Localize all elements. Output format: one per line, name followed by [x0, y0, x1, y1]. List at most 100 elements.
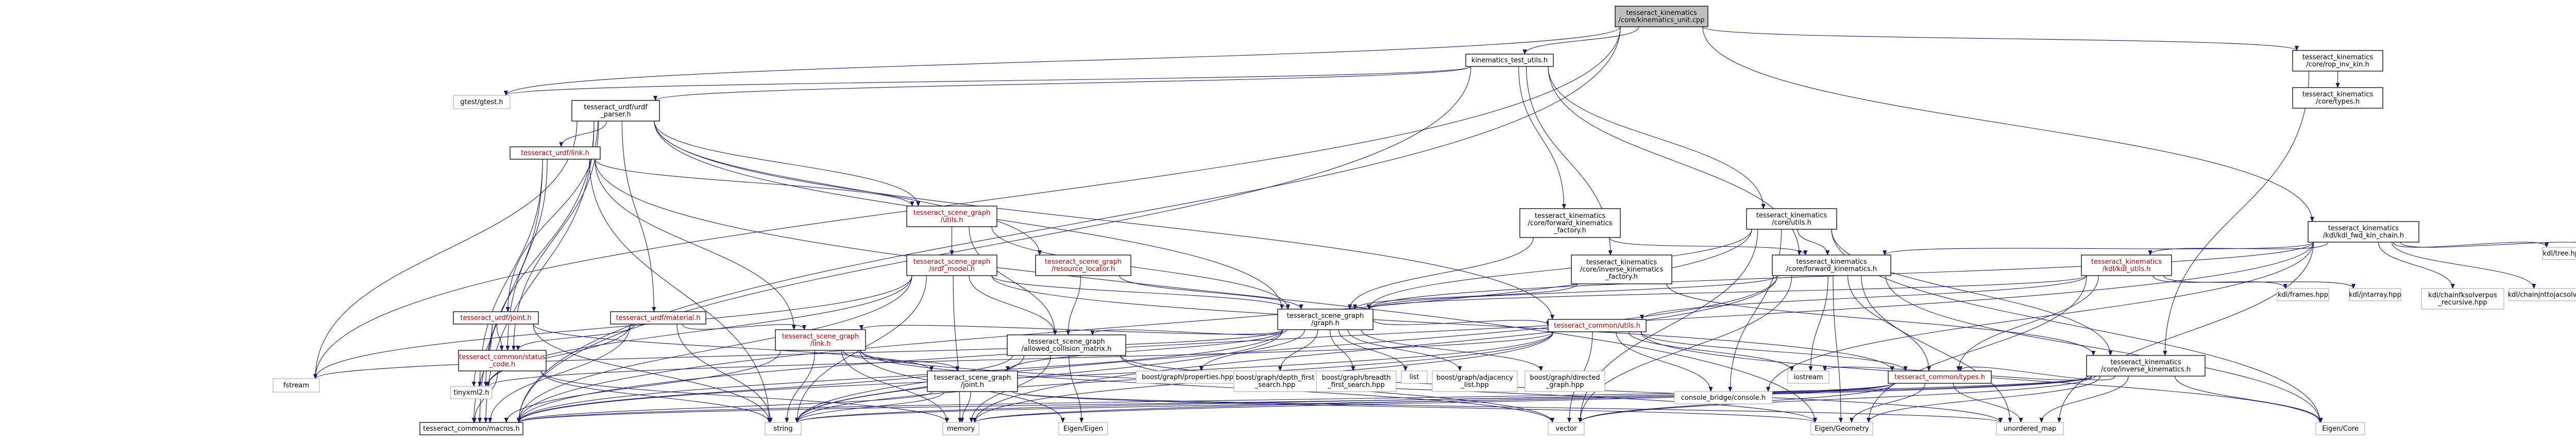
node-box	[1277, 309, 1374, 330]
node-sg-acm[interactable]: tesseract_scene_graph/allowed_collision_…	[1007, 334, 1126, 356]
dependency-edge	[1808, 275, 1828, 371]
node-label: _factory.h	[1553, 227, 1586, 234]
dependency-edge	[517, 229, 1752, 423]
node-box	[453, 95, 511, 109]
node-urdf-parser[interactable]: tesseract_urdf/urdf_parser.h	[571, 100, 660, 122]
node-sg-resource[interactable]: tesseract_scene_graph/resource_locator.h	[1035, 255, 1131, 276]
node-eigen-eigen[interactable]: Eigen/Eigen	[1058, 422, 1108, 435]
node-common-utils[interactable]: tesseract_common/utils.h	[1548, 319, 1647, 332]
node-label: /utils.h	[940, 216, 963, 224]
dependency-edge	[1338, 329, 1408, 371]
node-common-macros[interactable]: tesseract_common/macros.h	[419, 422, 523, 435]
node-gtest[interactable]: gtest/gtest.h	[453, 95, 511, 109]
dependency-edge	[841, 350, 949, 423]
node-label: boost/graph/properties.hpp	[1142, 374, 1233, 381]
node-eigen-geometry[interactable]: Eigen/Geometry	[1810, 422, 1873, 435]
node-label: _parser.h	[600, 111, 631, 118]
node-list[interactable]: list	[1401, 370, 1428, 384]
node-kdl-chainfk[interactable]: kdl/chainfksolverpos_recursive.hpp	[2421, 288, 2504, 310]
dependency-edge	[1797, 229, 1830, 256]
node-sg-srdf[interactable]: tesseract_scene_graph/srdf_model.h	[906, 255, 997, 276]
node-fwd-kin-fact[interactable]: tesseract_kinematics/core/forward_kinema…	[1519, 208, 1621, 238]
node-eigen-core[interactable]: Eigen/Core	[2315, 422, 2365, 435]
node-tinyxml2[interactable]: tinyxml2.h	[450, 386, 493, 399]
node-kdl-frames[interactable]: kdl/frames.hpp	[2277, 288, 2329, 301]
dependency-edge	[512, 121, 599, 351]
node-root[interactable]: tesseract_kinematics/core/kinematics_uni…	[1615, 6, 1708, 27]
dependency-edge	[595, 159, 796, 330]
dependency-edge	[991, 275, 1290, 310]
node-box	[1674, 391, 1773, 404]
node-box	[1772, 255, 1891, 276]
dependency-edge	[517, 376, 2092, 423]
node-memory[interactable]: memory	[942, 422, 979, 435]
dependency-edge	[2392, 242, 2536, 289]
node-sg-utils[interactable]: tesseract_scene_graph/utils.h	[906, 206, 997, 227]
node-sg-link[interactable]: tesseract_scene_graph/link.h	[775, 329, 866, 351]
node-box	[1810, 422, 1873, 435]
node-inv-kin-fact[interactable]: tesseract_kinematics/core/inverse_kinema…	[1571, 255, 1672, 284]
node-string[interactable]: string	[765, 422, 802, 435]
node-fwd-kin[interactable]: tesseract_kinematics/core/forward_kinema…	[1772, 255, 1891, 276]
node-sg-joint[interactable]: tesseract_scene_graph/joint.h	[927, 370, 1018, 392]
node-boost-dfs[interactable]: boost/graph/depth_first_search.hpp	[1233, 370, 1317, 392]
node-box	[2308, 221, 2419, 243]
node-boost-adj[interactable]: boost/graph/adjacency_list.hpp	[1432, 370, 1518, 392]
node-vector[interactable]: vector	[1548, 422, 1585, 435]
dependency-edge	[1361, 329, 1543, 371]
node-rop-inv[interactable]: tesseract_kinematics/core/rop_inv_kin.h	[2292, 50, 2383, 72]
node-kdl-chainjnt[interactable]: kdl/chainjnttojacsolver.hpp	[2508, 288, 2576, 301]
dependency-edge	[1883, 242, 2314, 256]
dependency-edge	[1609, 237, 1808, 256]
node-unordered-map[interactable]: unordered_map	[1996, 422, 2064, 435]
node-label: /core/utils.h	[1772, 219, 1811, 227]
dependency-edge	[960, 391, 971, 423]
node-urdf-material[interactable]: tesseract_urdf/material.h	[610, 311, 706, 325]
node-label: kdl/frames.hpp	[2278, 291, 2328, 299]
node-kdl-utils[interactable]: kinematics_test_utils.h	[1465, 54, 1554, 67]
node-label: /link.h	[810, 340, 831, 348]
node-urdf-link[interactable]: tesseract_urdf/link.h	[510, 146, 601, 160]
node-box	[1615, 6, 1708, 27]
node-common-types[interactable]: tesseract_common/types.h	[1888, 370, 1992, 384]
dependency-edge	[1367, 229, 1752, 310]
node-label: tesseract_kinematics	[1756, 212, 1827, 219]
dependency-edge	[1522, 26, 1639, 55]
node-label: /core/kinematics_unit.cpp	[1618, 16, 1704, 24]
dependency-edge	[517, 275, 912, 423]
node-label: console_bridge/console.h	[1681, 394, 1766, 402]
node-inv-kin[interactable]: tesseract_kinematics/core/inverse_kinema…	[2086, 355, 2206, 377]
node-kdl-jntarray[interactable]: kdl/jntarray.hpp	[2349, 288, 2401, 301]
node-kdl-utils2[interactable]: tesseract_kinematics/kdl/kdl_utils.h	[2081, 255, 2172, 276]
dependency-edge	[504, 26, 1621, 96]
node-iostream[interactable]: iostream	[1787, 370, 1829, 384]
node-box	[775, 329, 866, 351]
dependency-edge	[795, 391, 944, 423]
dependency-edge	[1616, 331, 1713, 392]
node-urdf-joint[interactable]: tesseract_urdf/joint.h	[453, 311, 539, 325]
node-core-types[interactable]: tesseract_kinematics/core/types.h	[2292, 87, 2383, 109]
node-boost-bfs[interactable]: boost/graph/breadth_first_search.hpp	[1316, 370, 1397, 392]
dependency-edge	[1958, 366, 2115, 381]
dependency-edge	[795, 383, 1894, 423]
node-label: _factory.h	[1605, 273, 1638, 281]
node-label: tesseract_scene_graph	[934, 374, 1011, 382]
node-kdl-tree[interactable]: kdl/tree.hpp	[2542, 247, 2576, 260]
dependency-edge	[471, 324, 493, 423]
dependency-edge	[2039, 376, 2129, 423]
node-console-bridge[interactable]: console_bridge/console.h	[1674, 391, 1773, 404]
dependency-edge	[478, 159, 543, 387]
node-boost-dir[interactable]: boost/graph/directed_graph.hpp	[1524, 370, 1605, 392]
dependency-edge	[559, 121, 607, 147]
node-label: tesseract_kinematics	[1626, 9, 1697, 17]
dependency-edge	[517, 66, 1471, 423]
node-boost-props[interactable]: boost/graph/properties.hpp	[1136, 370, 1240, 384]
node-kdl-chain[interactable]: tesseract_kinematics/kdl/kdl_fwd_kin_cha…	[2308, 221, 2419, 243]
node-common-status[interactable]: tesseract_common/status_code.h	[458, 350, 547, 371]
dependency-edge	[1640, 275, 2087, 320]
dependency-edge	[682, 324, 806, 330]
node-fstream[interactable]: fstream	[273, 378, 320, 393]
node-sg-graph[interactable]: tesseract_scene_graph/graph.h	[1277, 309, 1374, 330]
node-core-utils[interactable]: tesseract_kinematics/core/utils.h	[1746, 208, 1837, 230]
